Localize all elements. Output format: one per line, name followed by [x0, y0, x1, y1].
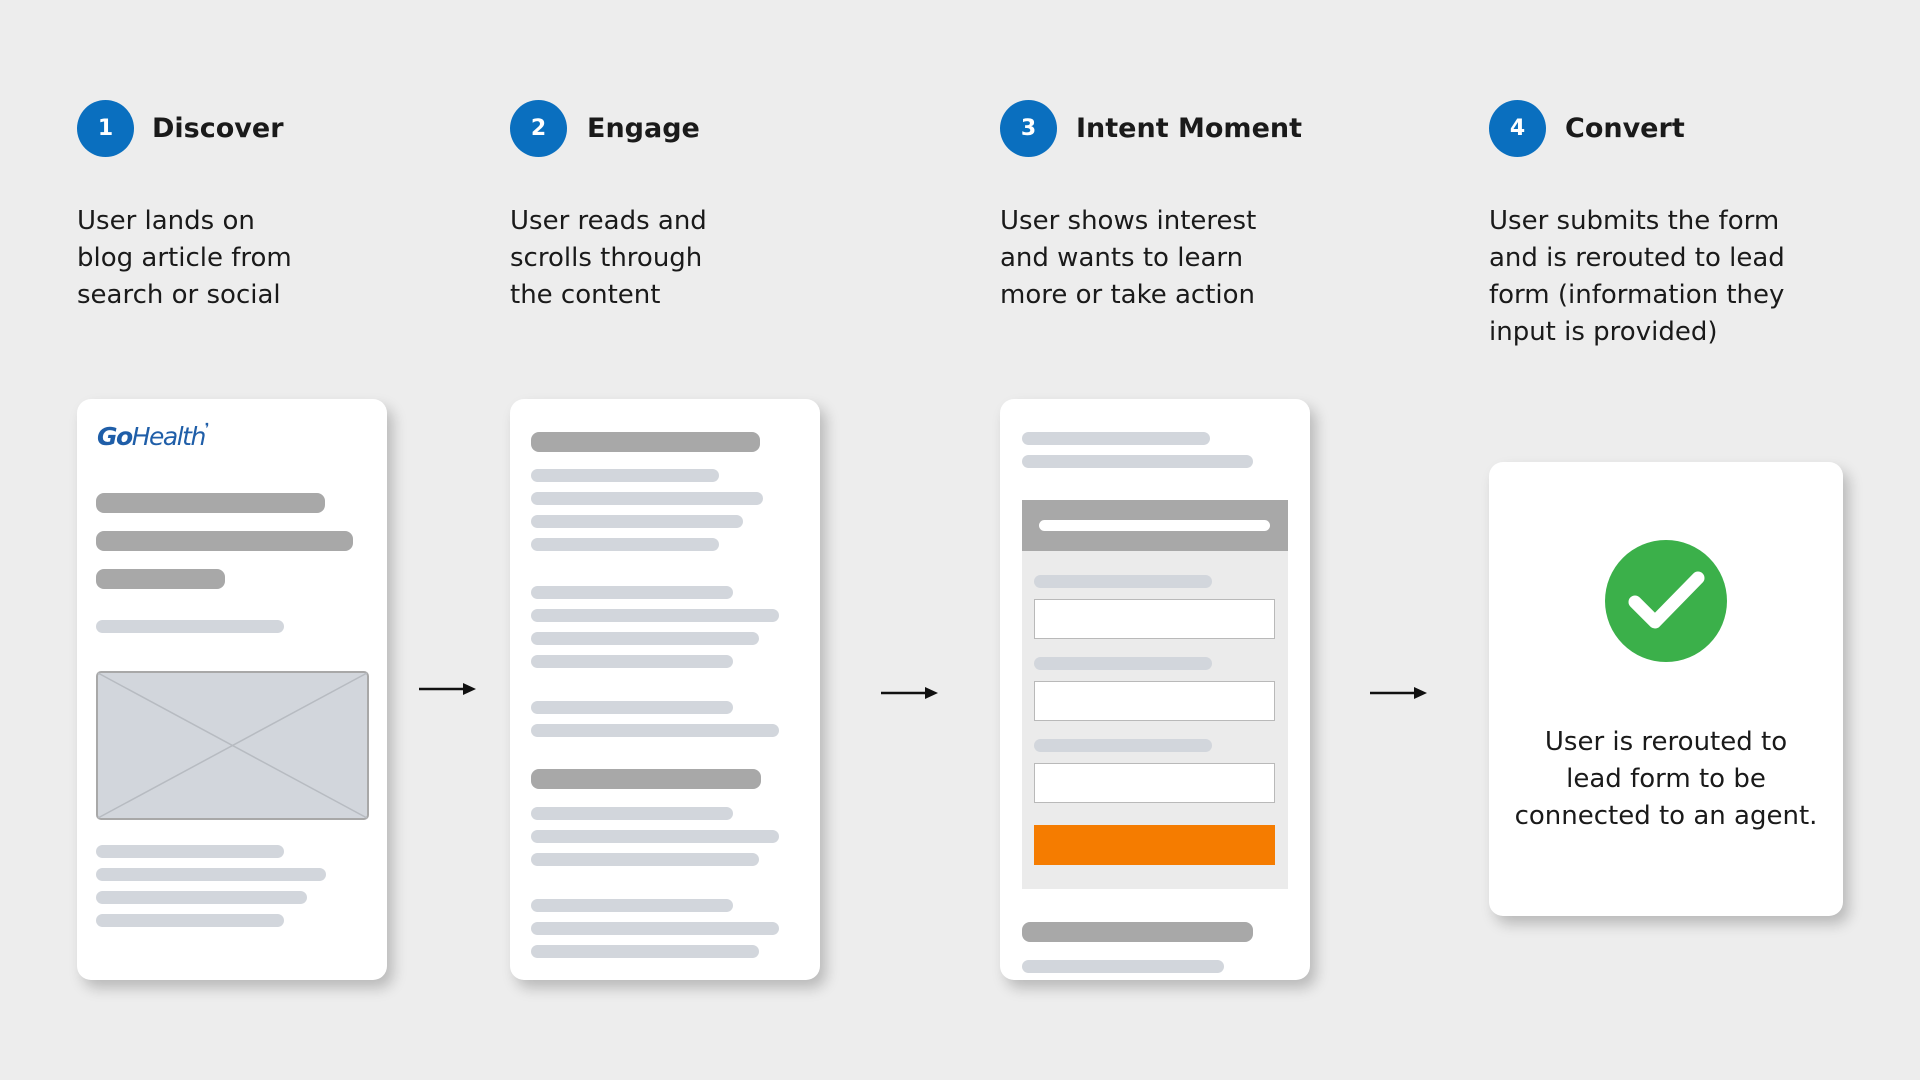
desc-line: User lands on [77, 206, 255, 236]
form-field[interactable] [1034, 681, 1275, 721]
text-line [531, 515, 743, 528]
text-line [531, 807, 733, 820]
heading-line [531, 432, 760, 452]
field-label-line [1034, 739, 1212, 752]
text-line [531, 538, 719, 551]
arrow-right-icon [1370, 687, 1427, 699]
article-content-card [510, 399, 820, 980]
heading-line [531, 769, 761, 789]
text-line [531, 655, 733, 668]
step-2-description: User reads and scrolls through the conte… [510, 203, 707, 314]
text-line [531, 830, 779, 843]
desc-line: search or social [77, 280, 281, 310]
text-line [531, 469, 719, 482]
text-line [531, 922, 779, 935]
desc-line: and is rerouted to lead [1489, 243, 1785, 273]
step-1-badge: 1 [77, 100, 134, 157]
submit-button[interactable] [1034, 825, 1275, 865]
desc-line: scrolls through [510, 243, 703, 273]
text-line [531, 724, 779, 737]
desc-line: more or take action [1000, 280, 1256, 310]
confirmation-card: User is rerouted to lead form to be conn… [1489, 462, 1843, 916]
embedded-form [1022, 500, 1288, 889]
image-placeholder-icon [96, 671, 369, 820]
step-3-title: Intent Moment [1076, 113, 1303, 144]
headline-line [96, 493, 325, 513]
text-line [96, 845, 284, 858]
step-1-title: Discover [152, 113, 284, 144]
form-header [1022, 500, 1288, 551]
text-line [96, 914, 284, 927]
confirmation-message: User is rerouted to lead form to be conn… [1489, 724, 1843, 835]
logo-text-bold: Go [97, 422, 133, 451]
form-title-line [1039, 520, 1270, 531]
desc-line: User shows interest [1000, 206, 1257, 236]
text-line [531, 701, 733, 714]
text-line [531, 899, 733, 912]
logo-text: Health [131, 422, 207, 451]
byline-line [96, 620, 284, 633]
message-line: connected to an agent. [1514, 801, 1818, 831]
headline-line [96, 531, 353, 551]
check-circle-icon [1605, 540, 1727, 662]
step-2-badge: 2 [510, 100, 567, 157]
text-line [1022, 455, 1253, 468]
field-label-line [1034, 575, 1212, 588]
text-line [1022, 960, 1224, 973]
text-line [531, 945, 759, 958]
step-4-description: User submits the form and is rerouted to… [1489, 203, 1785, 351]
step-4-title: Convert [1565, 113, 1685, 144]
intent-form-card [1000, 399, 1310, 980]
text-line [96, 891, 307, 904]
blog-article-card: GoHealth❜ [77, 399, 387, 980]
desc-line: form (information they [1489, 280, 1785, 310]
text-line [96, 868, 326, 881]
form-field[interactable] [1034, 599, 1275, 639]
gohealth-logo: GoHealth❜ [97, 421, 210, 451]
text-line [531, 853, 759, 866]
heading-line [1022, 922, 1253, 942]
text-line [531, 632, 759, 645]
text-line [531, 586, 733, 599]
arrow-right-icon [881, 687, 938, 699]
text-line [1022, 432, 1210, 445]
desc-line: User submits the form [1489, 206, 1780, 236]
desc-line: and wants to learn [1000, 243, 1244, 273]
desc-line: blog article from [77, 243, 292, 273]
headline-line [96, 569, 225, 589]
form-field[interactable] [1034, 763, 1275, 803]
step-2-title: Engage [587, 113, 700, 144]
arrow-right-icon [419, 683, 476, 695]
message-line: User is rerouted to [1544, 727, 1788, 757]
desc-line: input is provided) [1489, 317, 1718, 347]
message-line: lead form to be [1566, 764, 1766, 794]
desc-line: the content [510, 280, 661, 310]
leaf-icon: ❜ [204, 421, 210, 437]
step-3-description: User shows interest and wants to learn m… [1000, 203, 1256, 314]
step-1-description: User lands on blog article from search o… [77, 203, 292, 314]
field-label-line [1034, 657, 1212, 670]
step-4-badge: 4 [1489, 100, 1546, 157]
step-3-badge: 3 [1000, 100, 1057, 157]
text-line [531, 609, 779, 622]
desc-line: User reads and [510, 206, 707, 236]
text-line [531, 492, 763, 505]
